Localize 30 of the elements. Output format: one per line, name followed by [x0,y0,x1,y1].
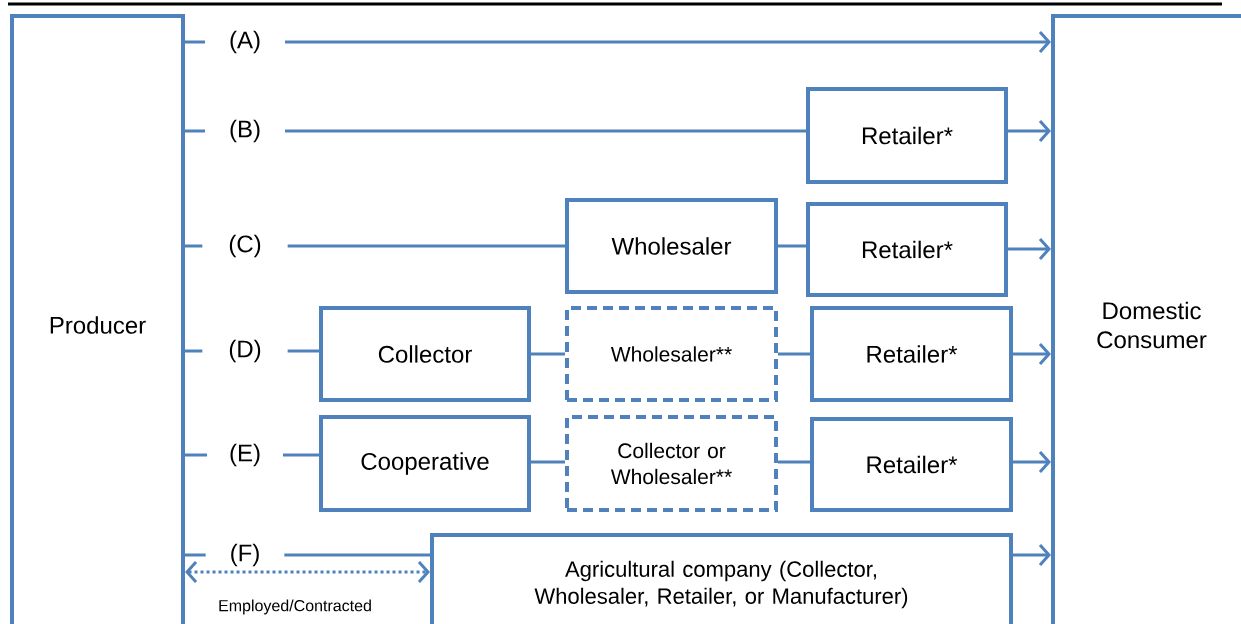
edge-label: Employed/Contracted [216,598,374,616]
connector-line [531,460,565,464]
edge-label: (C) [202,233,288,259]
process-box: Collector [319,306,531,402]
arrow [1013,451,1051,473]
process-box: Cooperative [319,415,531,512]
dashed-box: Collector or Wholesaler** [565,415,778,512]
process-box: Wholesaler [565,198,778,294]
process-box: Retailer* [806,87,1008,184]
connector-line [531,352,565,356]
process-box: Retailer* [806,202,1008,297]
edge-label: (D) [202,338,288,364]
process-box: Retailer* [810,306,1013,402]
dashed-box: Wholesaler** [565,306,778,402]
connector-line [778,352,810,356]
process-box: Retailer* [810,417,1013,512]
edge-label: (B) [205,118,285,144]
arrow [1008,120,1051,142]
arrow [1013,544,1051,566]
arrow [1013,343,1051,365]
edge-label: (A) [205,29,285,55]
double-arrow [185,561,430,583]
arrow [185,31,1051,53]
edge-label: (F) [205,542,285,568]
process-box: Agricultural company (Collector, Wholesaler, Retailer, or Manufacturer) [430,533,1013,624]
connector-line [778,460,810,464]
process-box: Domestic Consumer [1051,14,1241,624]
arrow [1008,238,1051,260]
process-box: Producer [10,14,185,624]
connector-line [778,244,806,248]
